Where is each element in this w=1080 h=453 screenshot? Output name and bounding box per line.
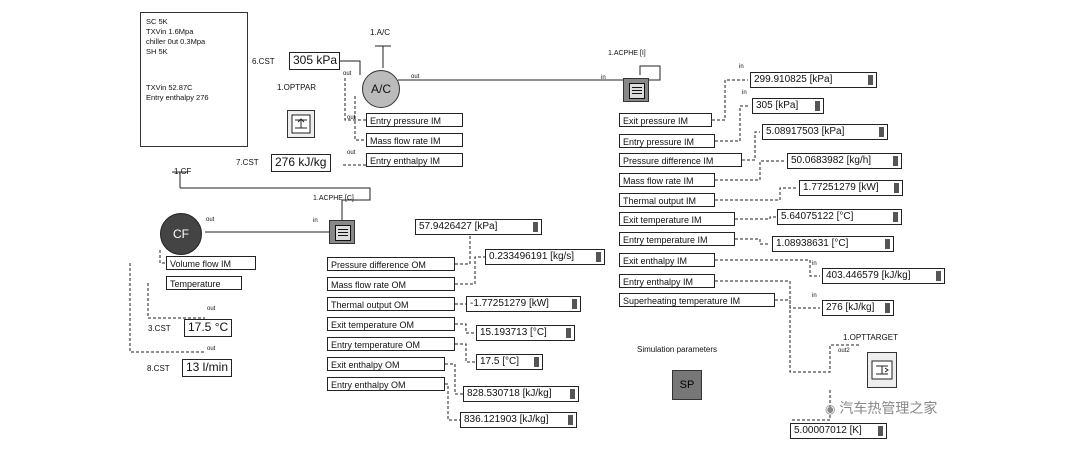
note-line: TXVin 1.6Mpa (146, 27, 194, 36)
port-in-label: in (812, 261, 817, 267)
display-thermal-output: -1.77251279 [kW] (466, 296, 581, 312)
port-out2-label: out2 (838, 348, 850, 354)
cst-8-value[interactable]: 13 l/min (182, 359, 232, 377)
display-entry-enthalpy-im: 276 [kJ/kg] (822, 300, 894, 316)
watermark-text: 汽车热管理之家 (839, 400, 938, 416)
im-superheating-temperature[interactable]: Superheating temperature IM (619, 293, 775, 307)
cst-6-value[interactable]: 305 kPa (289, 52, 340, 70)
om-exit-temperature[interactable]: Exit temperature OM (327, 317, 455, 331)
display-exit-enthalpy: 828.530718 [kJ/kg] (463, 386, 579, 402)
port-out-label: out (207, 346, 216, 352)
target-icon (871, 360, 893, 380)
note-line: TXVin 52.87C (146, 83, 193, 92)
cf-input-temperature[interactable]: Temperature (166, 276, 242, 290)
cf-input-volume-flow[interactable]: Volume flow IM (166, 256, 256, 270)
om-pressure-difference[interactable]: Pressure difference OM (327, 257, 455, 271)
ac-component[interactable]: A/C (362, 70, 400, 108)
port-in-label: in (601, 75, 606, 81)
port-in-label: in (313, 218, 318, 224)
cf-label: CF (173, 227, 189, 241)
display-entry-temperature-im: 1.08938631 [°C] (772, 236, 894, 252)
opttarget-component[interactable] (867, 352, 897, 388)
acphe-top-id-label: 1.ACPHE [I] (608, 50, 646, 57)
om-exit-enthalpy[interactable]: Exit enthalpy OM (327, 357, 445, 371)
port-in-label: in (739, 64, 744, 70)
port-out-label: out (343, 71, 352, 77)
ac-id-label: 1.A/C (370, 28, 391, 37)
cst-8-label: 8.CST (147, 364, 170, 373)
note-line: SC 5K (146, 17, 168, 26)
acphe-mid-id-label: 1.ACPHE [C] (313, 195, 354, 202)
wechat-icon: ◉ (825, 402, 836, 416)
im-exit-enthalpy[interactable]: Exit enthalpy IM (619, 253, 715, 267)
heat-exchanger-icon (335, 225, 351, 241)
display-entry-temperature: 17.5 [°C] (476, 354, 543, 370)
cst-7-value[interactable]: 276 kJ/kg (271, 154, 331, 172)
opttarget-label: 1.OPTTARGET (843, 333, 898, 342)
display-target-value: 5.00007012 [K] (790, 423, 887, 439)
display-entry-pressure: 305 [kPa] (752, 98, 824, 114)
port-in-label: in (812, 293, 817, 299)
notes-box: SC 5K TXVin 1.6Mpa chiller 0ut 0.3Mpa SH… (140, 12, 248, 147)
display-mass-flow-im: 50.0683982 [kg/h] (787, 153, 902, 169)
im-thermal-output[interactable]: Thermal output IM (619, 193, 715, 207)
port-out-label: out (347, 115, 356, 121)
im-exit-temperature[interactable]: Exit temperature IM (619, 212, 735, 226)
note-line: chiller 0ut 0.3Mpa (146, 37, 206, 46)
display-pressure-difference: 57.9426427 [kPa] (415, 219, 542, 235)
port-out-label: out (206, 217, 215, 223)
im-pressure-difference[interactable]: Pressure difference IM (619, 153, 742, 167)
watermark: ◉ 汽车热管理之家 (825, 398, 937, 418)
im-entry-pressure[interactable]: Entry pressure IM (619, 134, 715, 148)
im-entry-enthalpy[interactable]: Entry enthalpy IM (619, 274, 715, 288)
acphe-mid-component[interactable] (329, 220, 355, 244)
cst-6-label: 6.CST (252, 57, 275, 66)
optpar-label: 1.OPTPAR (277, 83, 316, 92)
cst-7-label: 7.CST (236, 158, 259, 167)
om-thermal-output[interactable]: Thermal output OM (327, 297, 455, 311)
display-mass-flow: 0.233496191 [kg/s] (485, 249, 605, 265)
cst-3-label: 3.CST (148, 324, 171, 333)
port-in-label: in (742, 90, 747, 96)
im-entry-temperature[interactable]: Entry temperature IM (619, 232, 735, 246)
cst-3-value[interactable]: 17.5 °C (184, 319, 232, 337)
om-entry-enthalpy[interactable]: Entry enthalpy OM (327, 377, 445, 391)
cf-component[interactable]: CF (160, 213, 202, 255)
om-mass-flow[interactable]: Mass flow rate OM (327, 277, 455, 291)
port-out-label: out (207, 306, 216, 312)
note-line: SH 5K (146, 47, 168, 56)
optpar-component[interactable] (287, 110, 315, 138)
im-exit-pressure[interactable]: Exit pressure IM (619, 113, 712, 127)
optimizer-icon (291, 114, 311, 134)
ac-input-entry-pressure[interactable]: Entry pressure IM (366, 113, 463, 127)
display-entry-enthalpy: 836.121903 [kJ/kg] (460, 412, 577, 428)
display-exit-temperature-im: 5.64075122 [°C] (777, 209, 902, 225)
sim-params-label: Simulation parameters (637, 345, 718, 354)
display-thermal-output-im: 1.77251279 [kW] (799, 180, 903, 196)
im-mass-flow[interactable]: Mass flow rate IM (619, 173, 715, 187)
note-line: Entry enthalpy 276 (146, 93, 209, 102)
sim-params-button-label: SP (679, 379, 695, 391)
sim-params-button[interactable]: SP (672, 370, 702, 400)
port-out-label: out (347, 150, 356, 156)
om-entry-temperature[interactable]: Entry temperature OM (327, 337, 455, 351)
display-exit-temperature: 15.193713 [°C] (476, 325, 575, 341)
ac-input-entry-enthalpy[interactable]: Entry enthalpy IM (366, 153, 463, 167)
heat-exchanger-icon (629, 83, 645, 99)
display-exit-pressure: 299.910825 [kPa] (750, 72, 877, 88)
port-out-label: out (411, 74, 420, 80)
acphe-top-component[interactable] (623, 78, 649, 102)
ac-input-mass-flow[interactable]: Mass flow rate IM (366, 133, 463, 147)
display-exit-enthalpy-im: 403.446579 [kJ/kg] (822, 268, 945, 284)
cf-id-label: 1.CF (174, 167, 192, 176)
display-pressure-difference-im: 5.08917503 [kPa] (762, 124, 888, 140)
ac-label: A/C (370, 82, 391, 96)
